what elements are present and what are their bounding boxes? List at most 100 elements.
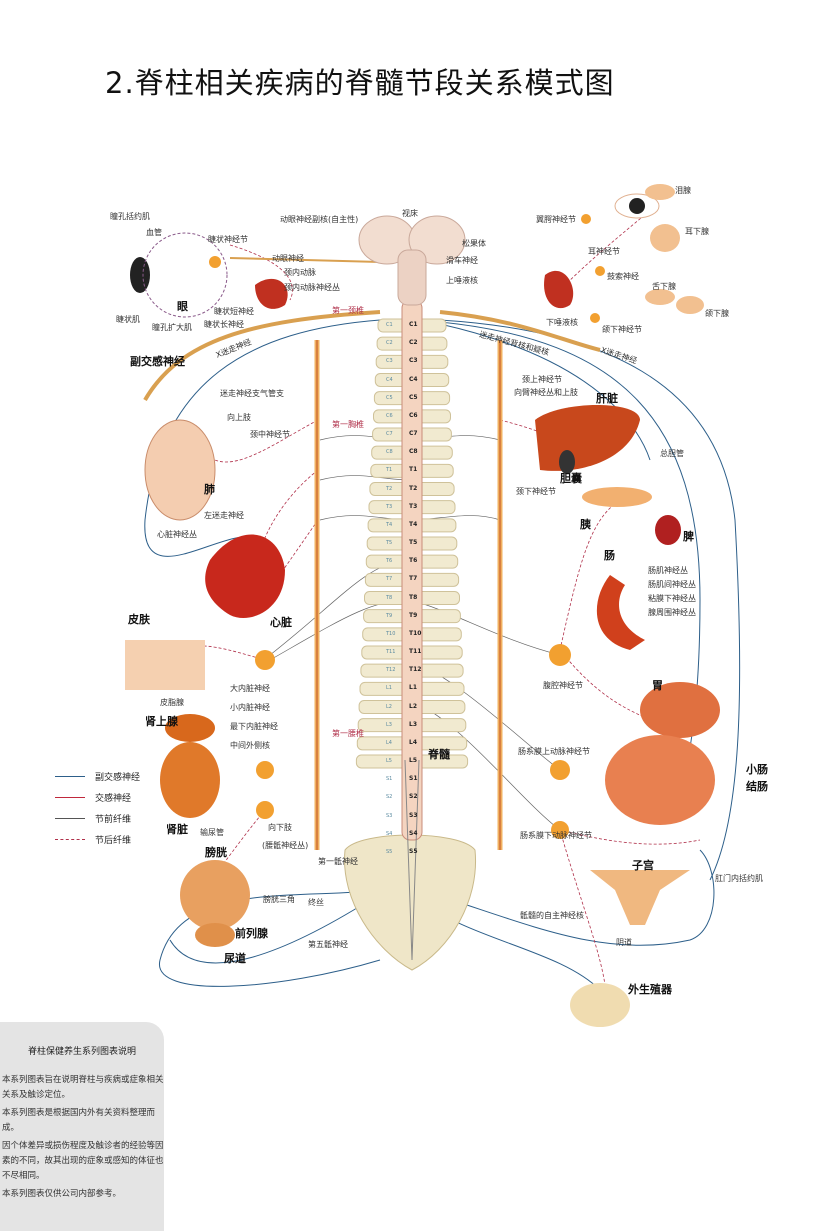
label-prostate: 前列腺 bbox=[235, 927, 268, 940]
label-small-intestine: 小肠 bbox=[746, 763, 768, 776]
genitals-shape bbox=[570, 983, 630, 1027]
label-least-splanchnic: 最下内脏神经 bbox=[230, 722, 278, 731]
info-item: 本系列图表是根据国内外有关资料整理而成。 bbox=[2, 1108, 156, 1133]
label-uterus: 子宫 bbox=[632, 859, 654, 872]
info-item: 因个体差异或损伤程度及触诊者的经验等因素的不同，故其出现的症象或感知的体征也不尽… bbox=[2, 1141, 164, 1181]
vertebra-label: T2 bbox=[386, 485, 393, 492]
label-sup-cervical-ganglion: 颈上神经节 bbox=[522, 375, 562, 384]
label-lung: 肺 bbox=[204, 483, 215, 496]
cord-segment-label: T1 bbox=[409, 466, 418, 474]
label-ciliary-muscle: 睫状肌 bbox=[116, 315, 140, 324]
brainstem bbox=[397, 249, 427, 306]
label-sup-mesenteric: 肠系膜上动脉神经节 bbox=[518, 747, 590, 756]
vertebra-label: T8 bbox=[386, 594, 393, 601]
label-pupil-dilator: 瞳孔扩大肌 bbox=[152, 323, 192, 332]
cord-segment-label: C8 bbox=[409, 448, 418, 456]
kidney-shape bbox=[160, 742, 220, 818]
vertebra-label: L3 bbox=[386, 721, 392, 728]
legend-swatch bbox=[55, 797, 85, 798]
cord-segment-label: C5 bbox=[409, 393, 418, 401]
info-item: 本系列图表仅供公司内部参考。 bbox=[2, 1189, 122, 1199]
cord-segment-label: L2 bbox=[409, 702, 417, 710]
cord-segment-label: L5 bbox=[409, 757, 417, 764]
legend-item: 副交感神经 bbox=[55, 766, 140, 787]
cord-segment-label: L3 bbox=[409, 720, 417, 728]
label-carotid-plexus: 颈内动脉神经丛 bbox=[284, 283, 340, 292]
label-to-brachial: 向臂神经丛和上肢 bbox=[514, 388, 578, 397]
label-liver: 肝脏 bbox=[596, 392, 618, 405]
label-myenteric: 肠肌神经丛 bbox=[648, 566, 688, 575]
cord-segment-label: T9 bbox=[409, 611, 418, 619]
label-greater-splanchnic: 大内脏神经 bbox=[230, 684, 270, 693]
prostate-shape bbox=[195, 923, 235, 947]
cord-segment-label: S2 bbox=[409, 793, 418, 801]
spleen-shape bbox=[655, 515, 681, 545]
adrenal-shape bbox=[165, 714, 215, 742]
label-thalamus: 视床 bbox=[402, 209, 418, 218]
label-genitals: 外生殖器 bbox=[628, 983, 672, 996]
label-stomach: 胃 bbox=[652, 679, 663, 692]
vertebra-label: L4 bbox=[386, 739, 392, 746]
label-spleen: 脾 bbox=[683, 530, 694, 543]
legend-item: 交感神经 bbox=[55, 787, 140, 808]
label-parasympathetic: 副交感神经 bbox=[130, 355, 185, 368]
label-gallbladder: 胆囊 bbox=[560, 472, 582, 485]
cord-segment-label: S4 bbox=[409, 829, 418, 837]
label-kidney: 肾脏 bbox=[166, 823, 188, 836]
legend-label: 交感神经 bbox=[95, 794, 132, 804]
label-sup-salivatory: 上唾液核 bbox=[446, 276, 478, 285]
cord-segment-label: T4 bbox=[409, 520, 418, 528]
label-long-ciliary: 睫状长神经 bbox=[204, 320, 244, 329]
cord-segment-label: T5 bbox=[409, 539, 418, 546]
label-intestine: 肠 bbox=[604, 549, 615, 562]
label-vagus-bronchial: 迷走神经支气管支 bbox=[220, 389, 284, 398]
cord-segment-label: T7 bbox=[409, 575, 418, 583]
legend-swatch bbox=[55, 776, 85, 777]
gallbladder-shape bbox=[559, 450, 575, 474]
label-intermuscular: 肠肌间神经丛 bbox=[648, 580, 696, 589]
cord-segment-label: C7 bbox=[409, 430, 418, 437]
vertebra-label: L2 bbox=[386, 703, 392, 710]
vertebra-label: T11 bbox=[386, 649, 396, 655]
vertebra-label: S3 bbox=[386, 812, 393, 819]
label-first-cervical: 第一颈椎 bbox=[332, 306, 364, 315]
cord-segment-label: C4 bbox=[409, 375, 418, 383]
cord-segment-label: T2 bbox=[409, 484, 418, 492]
label-first-sacral-nerve: 第一骶神经 bbox=[318, 857, 358, 866]
label-submandibular-ganglion: 颌下神经节 bbox=[602, 325, 642, 334]
intestines-shape bbox=[605, 735, 715, 825]
cord-segment-label: T6 bbox=[409, 557, 418, 565]
legend-item: 节后纤维 bbox=[55, 829, 140, 850]
label-pterygopalatine: 翼腭神经节 bbox=[536, 215, 576, 224]
sublingual-gland bbox=[645, 289, 675, 305]
vertebra-label: S2 bbox=[386, 794, 393, 801]
vertebra-label: T9 bbox=[386, 612, 393, 619]
label-blood-vessel: 血管 bbox=[146, 228, 162, 237]
info-panel: 脊柱保健养生系列图表说明 本系列图表旨在说明脊柱与疾病或症象相关关系及触诊定位。… bbox=[0, 1022, 164, 1231]
vertebra-label: T7 bbox=[386, 576, 393, 583]
label-to-upper-limb: 向上肢 bbox=[227, 413, 251, 422]
label-ciliary-ganglion: 睫状神经节 bbox=[208, 235, 248, 244]
label-middle-cervical-ganglion: 颈中神经节 bbox=[250, 430, 290, 439]
vagus-nerve-right bbox=[439, 310, 601, 352]
vertebra-label: T4 bbox=[386, 521, 393, 528]
label-adrenal: 肾上腺 bbox=[145, 715, 178, 728]
label-cardiac-plexus: 心脏神经丛 bbox=[157, 530, 197, 539]
label-lacrimal: 泪腺 bbox=[675, 186, 691, 195]
label-trochlear: 滑车神经 bbox=[446, 256, 478, 265]
submandibular-gland bbox=[676, 296, 704, 314]
label-internal-carotid: 颈内动脉 bbox=[284, 268, 316, 277]
label-urethra: 尿道 bbox=[224, 952, 246, 965]
legend-label: 节前纤维 bbox=[95, 815, 132, 825]
label-sublingual: 舌下腺 bbox=[652, 282, 676, 291]
label-spinal-cord: 脊髓 bbox=[428, 748, 450, 761]
label-first-thoracic: 第一胸椎 bbox=[332, 420, 364, 429]
vertebra-label: C3 bbox=[386, 358, 393, 365]
liver-shape bbox=[535, 405, 640, 471]
cord-segment-label: T3 bbox=[409, 502, 418, 510]
parotid-gland bbox=[650, 224, 680, 252]
label-pupil-sphincter: 瞳孔括约肌 bbox=[110, 212, 150, 221]
skin-shape bbox=[125, 640, 205, 690]
cord-segment-label: T8 bbox=[409, 593, 418, 601]
eyeball bbox=[142, 232, 228, 318]
